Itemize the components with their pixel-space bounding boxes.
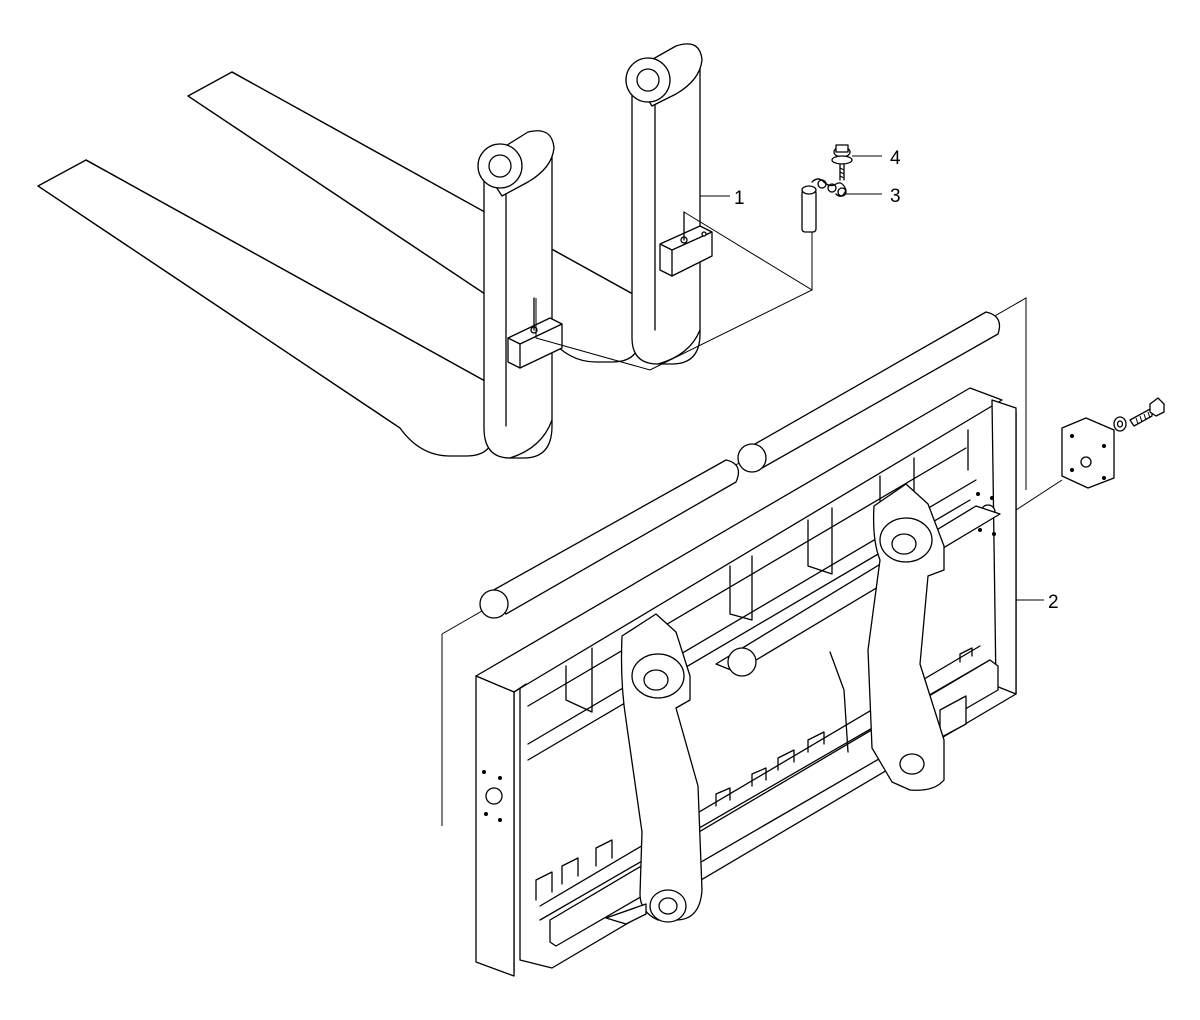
callout-4: 4 (890, 148, 901, 169)
callout-leaders (700, 155, 1044, 601)
fork-pair (37, 43, 814, 459)
end-plate-assembly (1015, 397, 1165, 511)
hook-arms (605, 483, 945, 925)
lock-pin-assembly (801, 144, 853, 233)
fork-front (37, 130, 563, 459)
callout-2: 2 (1048, 592, 1059, 613)
callout-3: 3 (890, 186, 901, 207)
callout-1: 1 (734, 188, 745, 209)
upper-rod (479, 311, 1001, 619)
